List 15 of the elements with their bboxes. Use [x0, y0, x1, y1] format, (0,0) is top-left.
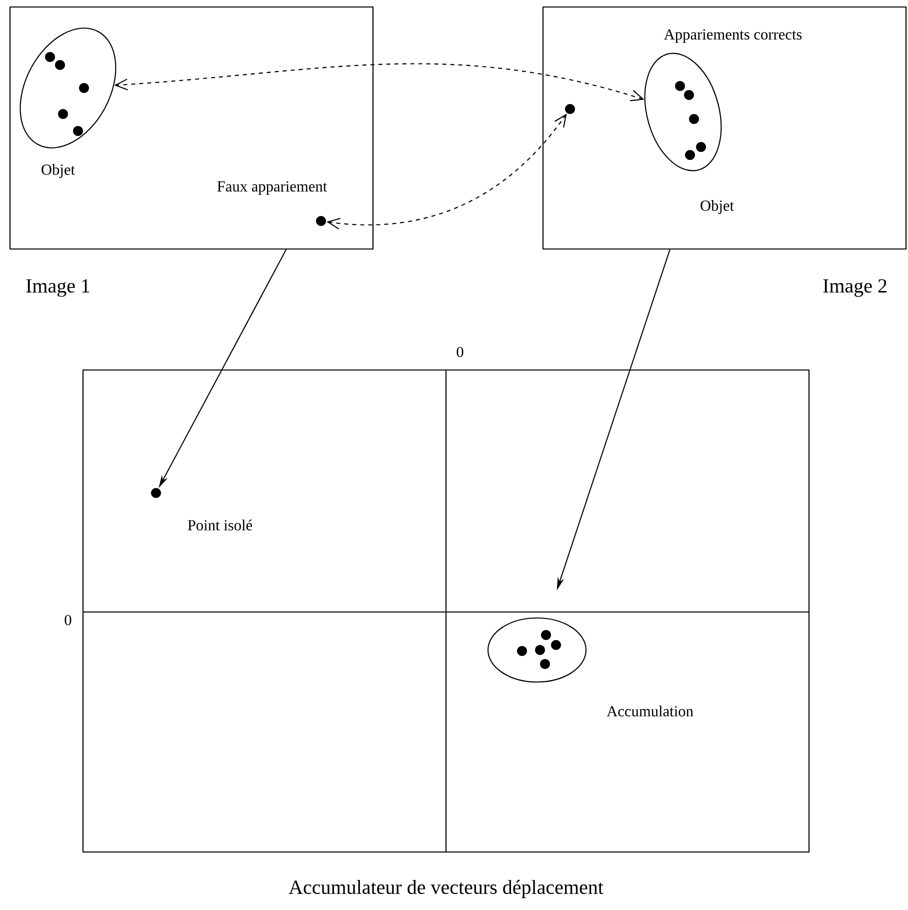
arrow — [114, 63, 644, 102]
point — [316, 216, 326, 226]
text-label: Appariements corrects — [664, 29, 802, 43]
point — [565, 104, 575, 114]
point-label: Objet — [700, 200, 734, 214]
point-label: Objet — [42, 164, 75, 178]
point-label: Accumulation — [606, 706, 694, 716]
text-label: Faux appariement — [217, 181, 328, 195]
point-label: Point isolé — [188, 520, 252, 530]
frame-title: Image 1 — [26, 279, 90, 297]
frame-title: Accumulateur de vecteurs déplacement — [288, 880, 604, 898]
arrow — [326, 114, 567, 230]
text-label: 0 — [456, 346, 464, 358]
text-label: 0 — [64, 614, 72, 626]
frame-title: Image 2 — [823, 279, 886, 297]
